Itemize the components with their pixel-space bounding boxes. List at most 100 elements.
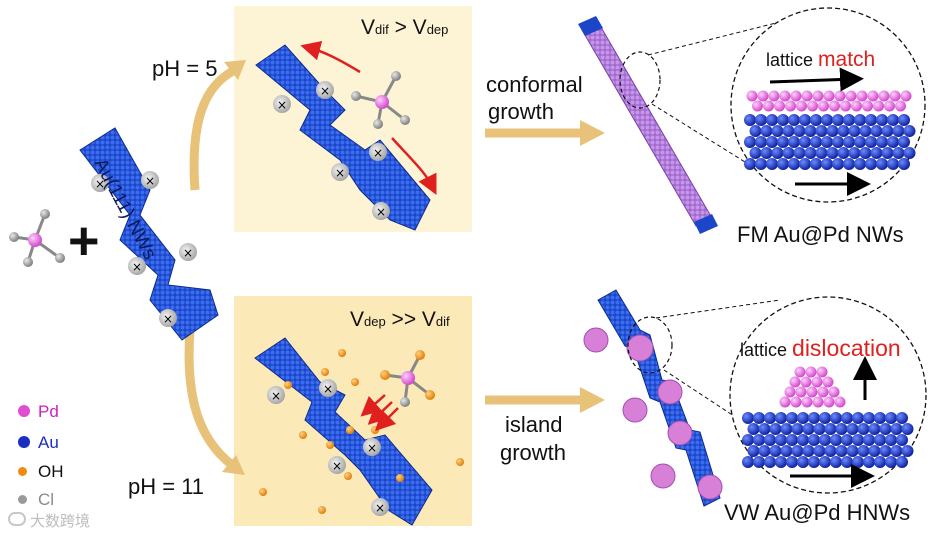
au-atom [832, 114, 844, 126]
svg-text:×: × [335, 166, 345, 180]
au-atom [766, 158, 778, 170]
pdcl4-molecule-top-panel [351, 71, 410, 129]
au-atom [857, 423, 870, 435]
au-atom [835, 423, 848, 435]
fm-core-shell-nanowire [578, 16, 718, 234]
au-atom [804, 147, 817, 159]
au-atom [786, 434, 798, 446]
pd-atom [752, 100, 763, 112]
au-atom [874, 412, 886, 424]
pd-atom [807, 100, 818, 112]
pd-atom [845, 90, 857, 102]
pd-atom [806, 386, 818, 398]
au-atom [771, 125, 784, 137]
au-atom [755, 158, 767, 170]
au-atom [786, 412, 798, 424]
svg-text:×: × [320, 84, 330, 98]
au-atom-icon [18, 436, 30, 448]
condition-top: Vdif > Vdep [361, 16, 449, 39]
pd-atom [812, 90, 824, 102]
au-atom [876, 114, 888, 126]
growth-bottom-line1: island [505, 412, 563, 437]
arrow-to-bottom-panel [184, 329, 235, 469]
au-atom [760, 125, 773, 137]
au-atom [804, 125, 817, 137]
arrow-head-top [224, 60, 246, 80]
au-atom [859, 147, 872, 159]
au-atom [771, 147, 784, 159]
pd-atom [816, 366, 828, 378]
au-atom [753, 456, 765, 468]
au-atom [744, 158, 756, 170]
svg-text:×: × [367, 441, 377, 455]
au-atom [854, 158, 866, 170]
au-atom [826, 125, 839, 137]
ph-bottom-label: pH = 11 [128, 474, 205, 499]
au-atom [846, 423, 859, 435]
au-atom [879, 423, 892, 435]
pd-atom [867, 90, 879, 102]
au-atom [898, 158, 910, 170]
growth-bottom-line2: growth [500, 440, 567, 465]
pd-atom [774, 100, 785, 112]
au-atom [815, 125, 828, 137]
pd-atom [789, 376, 801, 388]
au-nanowire-center [79, 127, 219, 341]
oh-group-icon [18, 467, 27, 476]
au-atom [821, 136, 833, 148]
pd-atom [856, 90, 868, 102]
au-atom [791, 423, 804, 435]
au-atom [863, 434, 875, 446]
growth-top-line1: conformal [486, 72, 583, 97]
au-atom [830, 412, 842, 424]
au-atom [744, 136, 756, 148]
au-atom [777, 114, 789, 126]
au-atom [885, 456, 897, 468]
au-atom [788, 136, 800, 148]
pd-atom [790, 90, 802, 102]
pd-atom [790, 396, 802, 408]
arrow-to-top-panel [189, 65, 238, 191]
au-atom [788, 114, 800, 126]
au-atom [760, 147, 773, 159]
au-atom [885, 412, 897, 424]
svg-text:×: × [271, 389, 281, 403]
pd-atom [785, 100, 796, 112]
au-atom [793, 125, 806, 137]
au-atom [791, 445, 804, 457]
au-atom [742, 412, 754, 424]
cl-atom-icon [18, 495, 27, 504]
au-atom [780, 445, 793, 457]
au-atom [764, 456, 776, 468]
au-atom [879, 445, 892, 457]
au-atom [876, 158, 888, 170]
svg-text:×: × [145, 174, 155, 188]
au-atom [868, 445, 881, 457]
pd-atom [779, 90, 791, 102]
au-atom [865, 158, 877, 170]
red-arrow-deposition-1 [360, 394, 386, 417]
au-atom [843, 136, 855, 148]
au-atom [890, 445, 903, 457]
pd-atom [817, 386, 829, 398]
au-atom [843, 158, 855, 170]
au-atom [780, 423, 793, 435]
au-atom [749, 125, 762, 137]
au-atom [802, 445, 815, 457]
watermark: 大数跨境 [8, 510, 90, 531]
au-atom [797, 456, 809, 468]
svg-text:×: × [183, 246, 193, 260]
au-atom [874, 456, 886, 468]
au-atom [819, 412, 831, 424]
pd-atom [800, 376, 812, 388]
au-nanowire-bottom-panel: × × × × × [254, 337, 433, 526]
pd-atom [889, 90, 901, 102]
au-atom [846, 445, 859, 457]
au-atom [874, 434, 886, 446]
au-atom [857, 445, 870, 457]
au-atom [835, 445, 848, 457]
au-atom [887, 136, 899, 148]
au-atom [797, 412, 809, 424]
pd-atom [834, 396, 846, 408]
pd-atom [884, 100, 895, 112]
